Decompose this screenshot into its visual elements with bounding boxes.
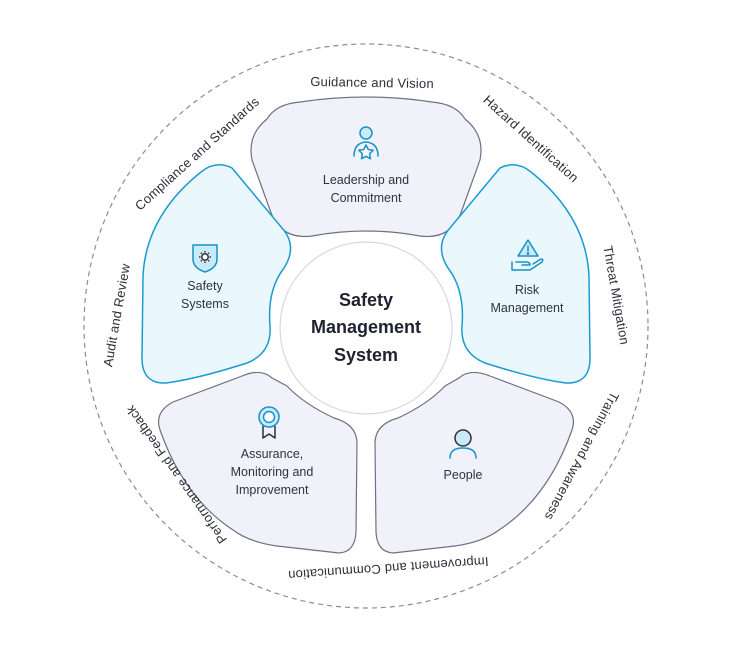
segment-risk-label-1: Risk <box>515 283 540 297</box>
segment-systems-label-2: Systems <box>181 297 229 311</box>
segment-systems-label-1: Safety <box>187 279 223 293</box>
ring-label-guidance: Guidance and Vision <box>310 74 434 91</box>
segment-assurance[interactable] <box>157 371 358 554</box>
user-star-icon <box>353 126 379 160</box>
segment-risk-label-2: Management <box>491 301 564 315</box>
ring-label-improvement: Improvement and Communication <box>288 554 489 583</box>
segment-people-label: People <box>444 468 483 482</box>
center-title-line3: System <box>334 345 398 365</box>
segment-people[interactable] <box>374 371 575 554</box>
center-title-line1: Safety <box>339 290 393 310</box>
segment-assurance-label-1: Assurance, <box>241 447 304 461</box>
center-circle[interactable] <box>283 245 449 411</box>
segment-assurance-label-2: Monitoring and <box>231 465 314 479</box>
ring-label-audit: Audit and Review <box>100 262 133 368</box>
segment-leadership-label-1: Leadership and <box>323 173 409 187</box>
award-ribbon-icon <box>258 406 280 439</box>
person-icon <box>449 429 477 459</box>
segment-safety-systems[interactable] <box>141 164 292 384</box>
segment-assurance-label-3: Improvement <box>236 483 309 497</box>
center-title-line2: Management <box>311 317 421 337</box>
segment-leadership[interactable] <box>250 96 482 238</box>
outer-dashed-ring <box>83 43 649 609</box>
segment-leadership-label-2: Commitment <box>331 191 402 205</box>
hand-warning-icon <box>511 239 544 271</box>
shield-gear-icon <box>192 244 218 273</box>
ring-label-threat: Threat Mitigation <box>600 245 632 346</box>
segment-risk-management[interactable] <box>440 164 591 384</box>
